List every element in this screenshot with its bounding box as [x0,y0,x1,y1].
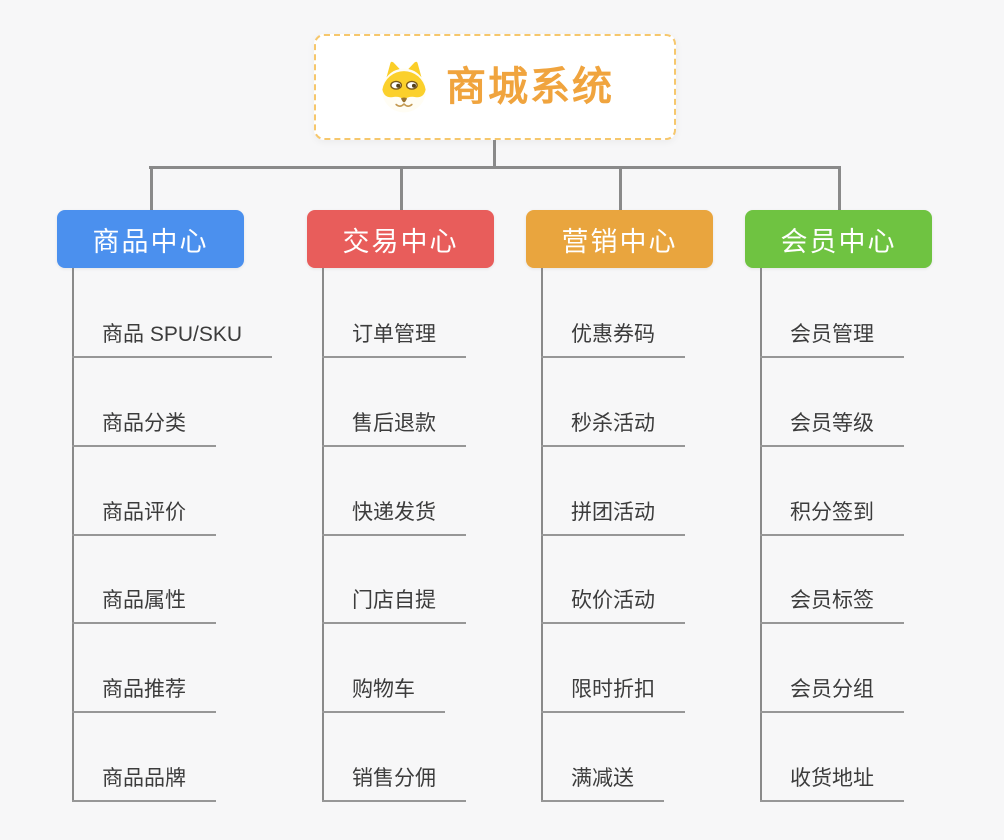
leaf-node[interactable]: 会员等级 [760,409,904,447]
leaf-node[interactable]: 满减送 [541,764,664,802]
leaf-node[interactable]: 限时折扣 [541,675,685,713]
leaf-node[interactable]: 优惠券码 [541,320,685,358]
connector-branch-drop [618,166,622,210]
connector-horizontal-bar [149,166,840,169]
connector-branch-drop [399,166,403,210]
leaf-node[interactable]: 门店自提 [322,586,466,624]
leaf-node[interactable]: 拼团活动 [541,498,685,536]
leaf-node[interactable]: 购物车 [322,675,445,713]
branch-label: 会员中心 [780,226,897,257]
branch-node[interactable]: 交易中心 [307,210,494,268]
leaf-node[interactable]: 商品属性 [72,586,216,624]
shiba-dog-icon [382,61,426,113]
leaf-node[interactable]: 砍价活动 [541,586,685,624]
leaf-node[interactable]: 商品 SPU/SKU [72,320,273,358]
branch-node[interactable]: 营销中心 [526,210,713,268]
leaf-node[interactable]: 商品推荐 [72,675,216,713]
root-node[interactable]: 商城系统 [314,34,676,140]
leaf-node[interactable]: 秒杀活动 [541,409,685,447]
leaf-node[interactable]: 快递发货 [322,498,466,536]
root-title: 商城系统 [446,65,614,109]
leaf-node[interactable]: 会员标签 [760,586,904,624]
connector-branch-drop [149,166,153,210]
leaf-node[interactable]: 会员分组 [760,675,904,713]
leaf-node[interactable]: 订单管理 [322,320,466,358]
leaf-node[interactable]: 收货地址 [760,764,904,802]
leaf-node[interactable]: 积分签到 [760,498,904,536]
leaf-node[interactable]: 会员管理 [760,320,904,358]
leaf-node[interactable]: 商品品牌 [72,764,216,802]
branch-label: 商品中心 [92,226,209,257]
branch-label: 交易中心 [342,226,459,257]
leaf-node[interactable]: 售后退款 [322,409,466,447]
leaf-node[interactable]: 商品评价 [72,498,216,536]
connector-branch-drop [837,166,841,210]
leaf-node[interactable]: 商品分类 [72,409,216,447]
leaf-node[interactable]: 销售分佣 [322,764,466,802]
branch-node[interactable]: 商品中心 [57,210,244,268]
branch-node[interactable]: 会员中心 [745,210,932,268]
connector-root-stem [493,140,496,167]
branch-label: 营销中心 [561,226,678,257]
